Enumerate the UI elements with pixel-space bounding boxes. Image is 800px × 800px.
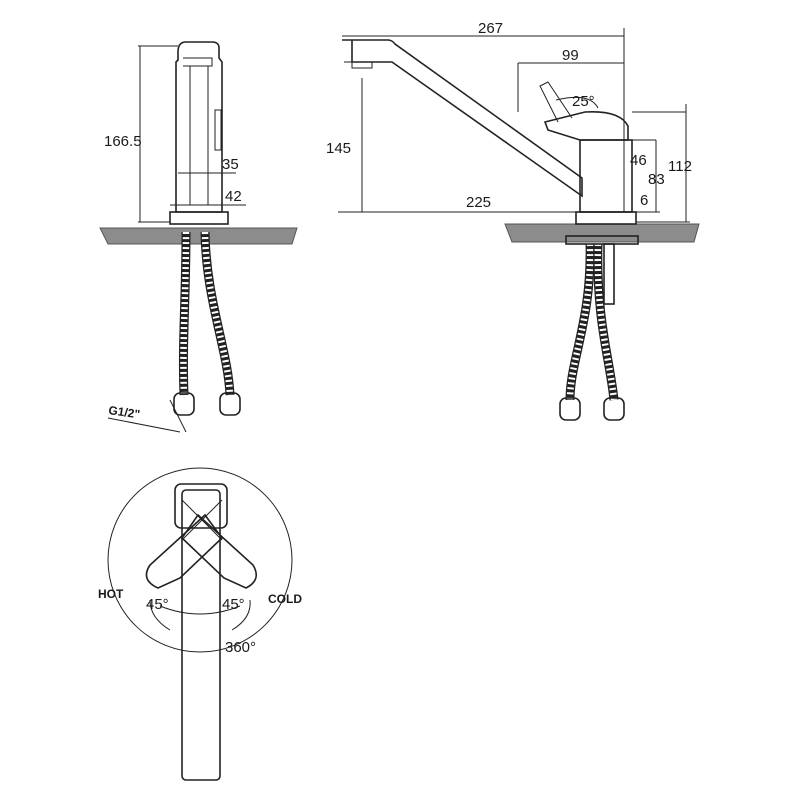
front-spout: [342, 39, 583, 198]
dim-spout-reach: 225: [466, 194, 491, 211]
dim-side-height: 166.5: [104, 133, 142, 150]
side-countertop: [99, 227, 298, 245]
front-hoses: [559, 235, 639, 421]
thread-label: G1/2": [108, 403, 141, 421]
dim-body-height: 46: [630, 152, 647, 169]
angle-left: 45°: [146, 596, 169, 613]
dim-spout-height: 145: [326, 140, 351, 157]
dim-base-thickness: 6: [640, 192, 648, 209]
side-hoses: [173, 231, 241, 416]
dim-front-handle-length: 99: [562, 47, 579, 64]
top-handle-hot: [145, 513, 224, 589]
dim-side-width-inner: 35: [222, 156, 239, 173]
top-handle-cold: [180, 513, 258, 589]
side-view: 166.5 35 42 G1/2": [99, 41, 298, 433]
top-spout: [181, 489, 221, 781]
top-view: HOT COLD 45° 45° 360°: [98, 467, 302, 781]
side-faucet-body: [175, 41, 223, 213]
label-cold: COLD: [268, 592, 302, 606]
front-countertop: [504, 223, 700, 243]
dim-front-total-length: 267: [478, 20, 503, 37]
top-base-circle: [107, 467, 293, 653]
label-hot: HOT: [98, 587, 124, 601]
front-view: 267 99 25° 145 46 83 112 225 6: [326, 20, 700, 421]
front-handle: [543, 110, 629, 141]
angle-right: 45°: [222, 596, 245, 613]
dim-total-height: 112: [668, 158, 692, 175]
dim-handle-angle: 25°: [572, 93, 595, 110]
dim-base-height: 83: [648, 171, 665, 188]
dim-side-width-outer: 42: [225, 188, 242, 205]
rotation-label: 360°: [225, 639, 256, 656]
